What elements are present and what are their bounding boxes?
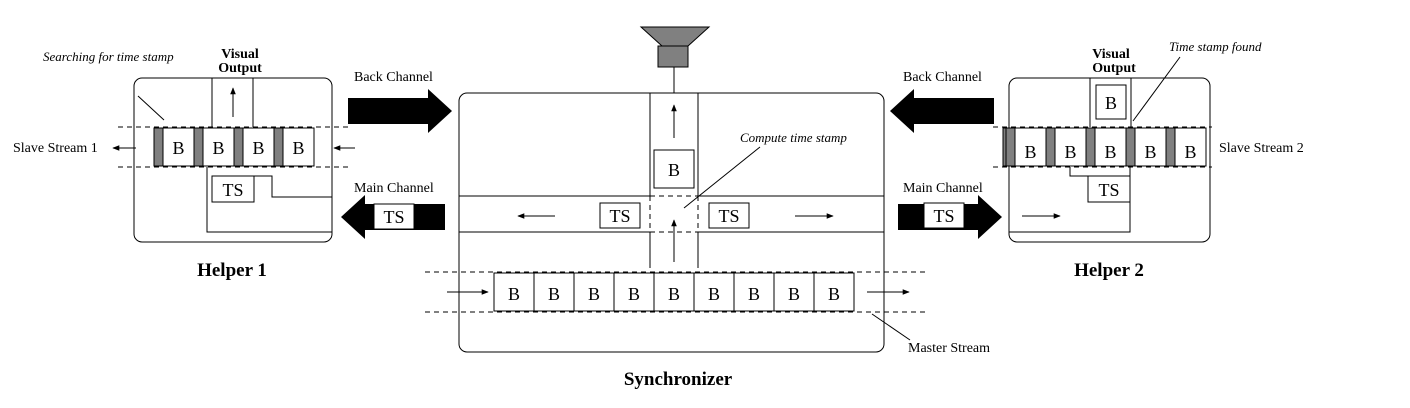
helper2-found-note: Time stamp found — [1169, 39, 1262, 54]
sync-ts-left-box — [599, 202, 641, 229]
helper2-block — [1094, 127, 1127, 167]
helper1-visual-output-line1: Visual — [221, 47, 259, 62]
master-block-label: B — [588, 284, 600, 304]
helper1-block — [282, 127, 315, 167]
main-channel-right-ts-label: TS — [933, 206, 954, 226]
helper2-visual-output-line1: Visual — [1092, 47, 1130, 62]
main-channel-left-ts-label: TS — [383, 207, 404, 227]
helper1-block — [242, 127, 275, 167]
helper1-ts-path — [254, 175, 332, 198]
helper2-ts-feed — [1069, 167, 1088, 177]
helper2-block — [1014, 127, 1047, 167]
sync-ts-left-label: TS — [609, 206, 630, 226]
helper2-block — [1054, 127, 1087, 167]
master-block-label: B — [508, 284, 520, 304]
back-channel-left-arrow — [348, 89, 452, 133]
helper2-block-label: B — [1024, 142, 1036, 162]
master-block — [653, 272, 695, 312]
synchronizer-panel: B TS TS Compute time stamp B B B B B B B — [425, 26, 990, 390]
helper2-main-path — [1009, 167, 1131, 233]
helper1-block-label: B — [252, 138, 264, 158]
helper2-panel: B B B B B B TS Time stamp found Visual O… — [993, 39, 1304, 281]
back-channel-right-label: Back Channel — [903, 70, 982, 85]
helper2-ts-label: TS — [1098, 180, 1119, 200]
helper2-separator — [1085, 127, 1096, 167]
speaker-icon — [639, 26, 711, 47]
master-block-label: B — [788, 284, 800, 304]
helper1-separator — [193, 127, 204, 167]
helper2-output-block — [1095, 84, 1127, 120]
master-block — [613, 272, 655, 312]
master-block-label: B — [748, 284, 760, 304]
helper1-searching-note: Searching for time stamp — [43, 49, 174, 64]
master-block — [733, 272, 775, 312]
master-block-label: B — [828, 284, 840, 304]
helper2-found-pointer — [1132, 56, 1181, 122]
helper2-block-label: B — [1064, 142, 1076, 162]
helper1-ts-label: TS — [222, 180, 243, 200]
helper1-separator — [153, 127, 164, 167]
left-channels: Back Channel TS Main Channel — [341, 70, 452, 239]
helper2-separator — [1005, 127, 1016, 167]
master-block-label: B — [548, 284, 560, 304]
main-channel-right-label: Main Channel — [903, 181, 983, 196]
main-channel-right-ts-box — [923, 202, 965, 229]
helper1-separator — [233, 127, 244, 167]
helper1-separator — [273, 127, 284, 167]
helper2-separator — [1045, 127, 1056, 167]
master-block-label: B — [668, 284, 680, 304]
sync-compute-pointer — [683, 146, 761, 209]
helper1-block — [162, 127, 195, 167]
master-stream-label: Master Stream — [908, 341, 990, 356]
sync-ts-right-label: TS — [718, 206, 739, 226]
master-label-pointer — [871, 313, 911, 341]
back-channel-left-label: Back Channel — [354, 70, 433, 85]
helper2-block — [1174, 127, 1207, 167]
helper1-block-label: B — [212, 138, 224, 158]
right-channels: Back Channel TS Main Channel — [890, 70, 1002, 239]
sync-output-block — [653, 149, 695, 189]
speaker-body — [657, 45, 689, 68]
helper1-block-label: B — [292, 138, 304, 158]
master-block-label: B — [628, 284, 640, 304]
master-block-label: B — [708, 284, 720, 304]
helper2-separator — [1165, 127, 1176, 167]
helper1-main-path — [206, 167, 332, 233]
sync-compute-note: Compute time stamp — [740, 130, 847, 145]
helper1-block — [202, 127, 235, 167]
master-block — [493, 272, 535, 312]
master-block — [813, 272, 855, 312]
helper1-stream-label: Slave Stream 1 — [13, 141, 98, 156]
main-channel-left-label: Main Channel — [354, 181, 434, 196]
helper1-visual-output-line2: Output — [218, 61, 262, 76]
sync-ts-right-box — [708, 202, 750, 229]
helper2-block-label: B — [1184, 142, 1196, 162]
main-channel-left-ts-box — [373, 203, 415, 230]
helper2-block-label: B — [1144, 142, 1156, 162]
helper2-title: Helper 2 — [1074, 260, 1144, 281]
master-block — [533, 272, 575, 312]
helper1-title: Helper 1 — [197, 260, 267, 281]
helper2-block — [1134, 127, 1167, 167]
sync-output-block-label: B — [668, 160, 680, 180]
helper2-stream-label: Slave Stream 2 — [1219, 141, 1304, 156]
helper2-block-label: B — [1104, 142, 1116, 162]
helper1-block-label: B — [172, 138, 184, 158]
helper1-ts-box — [211, 175, 255, 203]
master-block — [773, 272, 815, 312]
back-channel-right-arrow — [890, 89, 994, 133]
synchronizer-title: Synchronizer — [624, 369, 733, 390]
helper1-searching-pointer — [137, 95, 165, 121]
helper1-panel: B B B B TS Searching for time stamp Visu… — [13, 47, 355, 281]
helper2-visual-output-line2: Output — [1092, 61, 1136, 76]
helper2-output-block-label: B — [1105, 93, 1117, 113]
master-block — [573, 272, 615, 312]
helper2-separator — [1125, 127, 1136, 167]
